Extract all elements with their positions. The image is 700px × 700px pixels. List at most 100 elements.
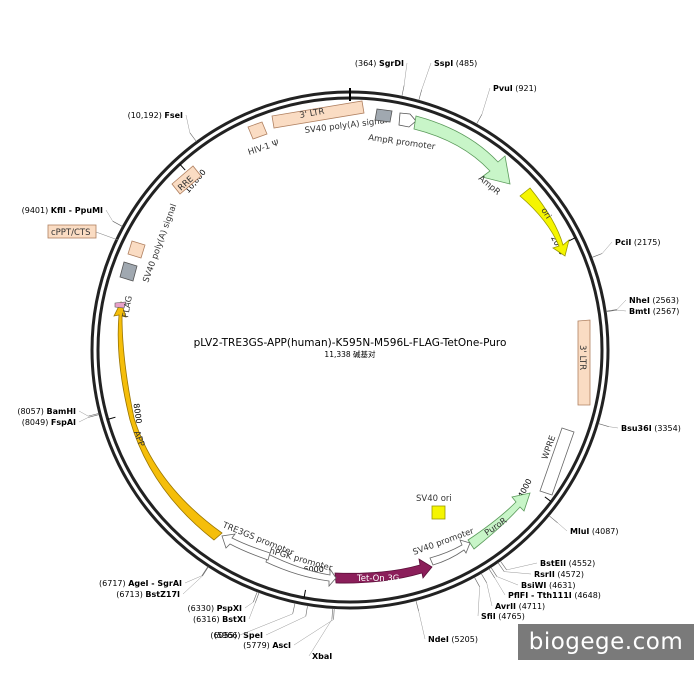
site-pos-sgrdi: (364) xyxy=(355,59,379,68)
site-leader-rsrii xyxy=(504,571,532,575)
site-leader-bsiwi xyxy=(496,576,519,586)
feature-hpgk-promoter[interactable] xyxy=(265,553,337,588)
site-leader-spei-pos xyxy=(239,613,293,636)
site-ndei[interactable]: NdeI (5205) xyxy=(428,635,478,644)
feature-puror[interactable] xyxy=(467,492,531,550)
feature-3ltr-top[interactable] xyxy=(271,100,365,129)
site-asci[interactable]: (5779) AscI xyxy=(243,641,291,650)
site-pos-spei: (5966) xyxy=(214,631,243,640)
site-bsteii[interactable]: BstEII (4552) xyxy=(540,559,595,568)
feature-app[interactable] xyxy=(113,300,223,541)
site-name-bstxi: BstXI xyxy=(222,615,246,624)
site-bstz17i[interactable]: (6713) BstZ17I xyxy=(116,590,180,599)
site-pos-kfli: (9401) xyxy=(22,206,51,215)
site-name-bmti: BmtI xyxy=(629,307,650,316)
site-leader-bstz17i xyxy=(182,575,203,595)
site-name-agei: AgeI - SgrAI xyxy=(128,579,182,588)
site-tick-avrii xyxy=(480,573,487,583)
feature-ampr[interactable] xyxy=(413,115,511,185)
feature-wpre[interactable] xyxy=(539,427,575,496)
site-bstxi[interactable]: (6316) BstXI xyxy=(193,615,246,624)
site-name-spei: SpeI xyxy=(243,631,263,640)
site-tick-sspi xyxy=(418,89,422,101)
map-subtitle: 11,338 碱基对 xyxy=(324,349,376,359)
site-tick-bstz17i xyxy=(202,566,209,577)
site-tick-agei xyxy=(201,566,209,576)
site-pos-pspxi: (6330) xyxy=(187,604,216,613)
site-pspxi[interactable]: (6330) PspXI xyxy=(187,604,242,613)
site-sspi[interactable]: SspI (485) xyxy=(434,59,477,68)
site-bmti[interactable]: BmtI (2567) xyxy=(629,307,679,316)
site-name-avrii: AvrII xyxy=(495,602,516,611)
site-pos-bsiwi: (4631) xyxy=(546,581,575,590)
tick-mark-4000 xyxy=(544,496,552,503)
feature-signal-top[interactable] xyxy=(374,108,393,123)
feature-ampr-promoter-arrow[interactable] xyxy=(398,112,417,128)
site-pos-fsei: (10,192) xyxy=(128,111,165,120)
site-rsrii[interactable]: RsrII (4572) xyxy=(534,570,584,579)
feature-3ltr-right[interactable] xyxy=(577,319,591,406)
site-tick-bsiwi xyxy=(490,567,498,577)
feature-sv40-promoter[interactable] xyxy=(429,539,471,566)
site-fspai[interactable]: (8049) FspAI xyxy=(22,418,76,427)
site-tick-bmti xyxy=(606,309,618,313)
site-layer: (364) SgrDI SspI (485) PvuI (921) PciI (217… xyxy=(17,59,681,661)
feature-tre3gs-promoter[interactable] xyxy=(221,533,271,561)
site-spei[interactable]: (5966) SpeI xyxy=(214,631,263,640)
feature-ori-label: ori xyxy=(538,206,552,221)
site-leader-avrii xyxy=(486,582,493,607)
feature-signal-left[interactable] xyxy=(119,261,138,282)
site-leader-bmti xyxy=(617,309,627,312)
site-leader-mlui xyxy=(557,522,568,532)
feature-ampr-promoter-label: AmpR promoter xyxy=(368,133,437,152)
site-name-bsteii: BstEII xyxy=(540,559,566,568)
site-spei-pos[interactable]: (6055) xyxy=(210,631,237,640)
site-name-nhei: NheI xyxy=(629,296,650,305)
site-tick-asci xyxy=(333,608,335,620)
site-name-bsiwi: BsiWI xyxy=(521,581,546,590)
site-leader-bsu36i xyxy=(608,426,619,429)
feature-rre[interactable] xyxy=(171,165,202,195)
site-pos-mlui: (4087) xyxy=(589,527,618,536)
site-bsiwi[interactable]: BsiWI (4631) xyxy=(521,581,576,590)
site-leader-bamhi xyxy=(78,410,89,417)
site-tick-ndei xyxy=(415,600,419,612)
site-fsei[interactable]: (10,192) FseI xyxy=(128,111,183,120)
site-bamhi[interactable]: (8057) BamHI xyxy=(17,407,76,416)
feature-cppt[interactable] xyxy=(47,224,97,239)
site-pcii[interactable]: PciI (2175) xyxy=(615,238,660,247)
feature-ori[interactable] xyxy=(519,187,570,257)
site-tick-nhei xyxy=(606,309,617,312)
tick-mark-10000 xyxy=(179,163,186,171)
feature-polya-left-box[interactable] xyxy=(127,240,146,259)
site-pflfi[interactable]: PflFI - Tth111I (4648) xyxy=(508,591,601,600)
site-nhei[interactable]: NheI (2563) xyxy=(629,296,679,305)
feature-flag[interactable] xyxy=(114,301,127,309)
site-name-pvui: PvuI xyxy=(493,84,513,93)
feature-sv40-ori[interactable] xyxy=(431,505,446,520)
site-name-pflfi: PflFI - Tth111I xyxy=(508,591,572,600)
site-avrii[interactable]: AvrII (4711) xyxy=(495,602,545,611)
site-kfli[interactable]: (9401) KflI - PpuMI xyxy=(22,206,103,215)
site-leader-fsei xyxy=(185,114,191,133)
feature-teton3g[interactable] xyxy=(334,558,433,584)
site-sfii[interactable]: SfiI (4765) xyxy=(481,612,525,621)
site-bsu36i[interactable]: Bsu36I (3354) xyxy=(621,424,681,433)
feature-hiv1-psi[interactable] xyxy=(247,121,268,140)
site-leader-sfii xyxy=(477,586,480,617)
site-pos-asci: (5779) xyxy=(243,641,272,650)
site-sgrdi[interactable]: (364) SgrDI xyxy=(355,59,404,68)
site-pos-avrii: (4711) xyxy=(516,602,545,611)
feature-teton3g-label: Tet-On 3G xyxy=(356,574,399,584)
site-pvui[interactable]: PvuI (921) xyxy=(493,84,537,93)
site-mlui[interactable]: MluI (4087) xyxy=(570,527,619,536)
site-tick-kfli xyxy=(112,220,123,227)
site-tick-sgrdi xyxy=(401,85,405,97)
site-leader-nhei xyxy=(616,299,627,310)
site-leader-pspxi xyxy=(244,601,254,609)
site-agei[interactable]: (6717) AgeI - SgrAI xyxy=(99,579,182,588)
site-tick-fspai xyxy=(88,414,100,418)
tick-mark-8000 xyxy=(107,416,116,420)
site-xbai[interactable]: XbaI xyxy=(312,652,332,661)
site-name-fsei: FseI xyxy=(164,111,183,120)
